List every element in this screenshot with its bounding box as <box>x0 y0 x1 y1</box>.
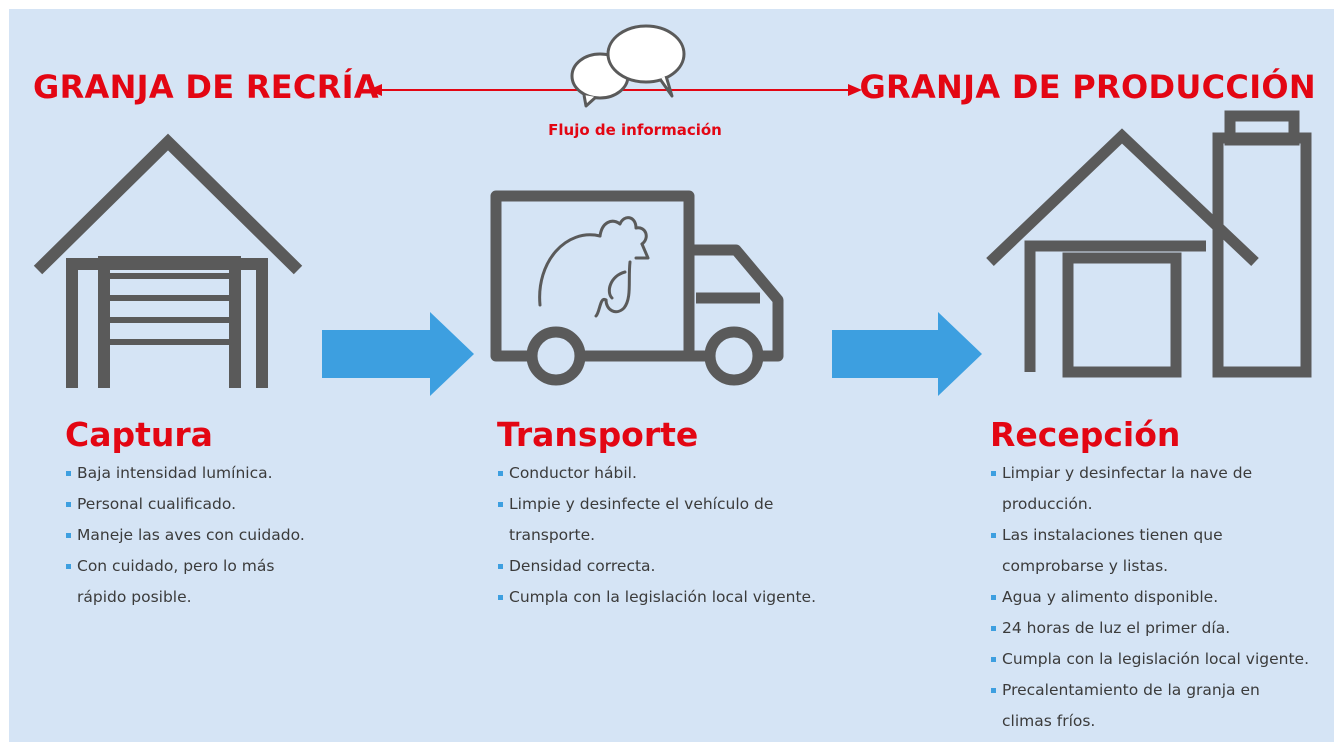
list-item-continuation: transporte. <box>509 526 596 544</box>
stage-checklist: Baja intensidad lumínica. Personal cuali… <box>65 458 375 613</box>
stage-checklist: Limpiar y desinfectar la nave de producc… <box>990 458 1335 737</box>
list-item: Maneje las aves con cuidado. <box>65 520 375 551</box>
stage-reception: Recepción Limpiar y desinfectar la nave … <box>990 416 1335 737</box>
list-item: Cumpla con la legislación local vigente. <box>497 582 867 613</box>
destination-farm-title: GRANJA DE PRODUCCIÓN <box>859 68 1316 106</box>
stage-title: Captura <box>65 415 213 454</box>
right-arrow-icon <box>322 312 474 396</box>
list-item-continuation: producción. <box>1002 495 1093 513</box>
list-item: Densidad correcta. <box>497 551 867 582</box>
stage-capture: Captura Baja intensidad lumínica. Person… <box>65 416 375 613</box>
stage-title: Recepción <box>990 415 1181 454</box>
list-item: Conductor hábil. <box>497 458 867 489</box>
stage-title: Transporte <box>497 415 699 454</box>
information-flow-label: Flujo de información <box>548 121 722 139</box>
list-item: Las instalaciones tienen que <box>990 520 1335 551</box>
list-item-continuation: rápido posible. <box>77 588 192 606</box>
truck-with-hen-icon <box>490 190 784 386</box>
right-arrow-icon <box>832 312 982 396</box>
list-item: Personal cualificado. <box>65 489 375 520</box>
list-item-continuation: comprobarse y listas. <box>1002 557 1169 575</box>
list-item: Limpie y desinfecte el vehículo de <box>497 489 867 520</box>
barn-garage-icon <box>33 133 303 388</box>
stage-transport: Transporte Conductor hábil. Limpie y des… <box>497 416 867 613</box>
stage-checklist: Conductor hábil. Limpie y desinfecte el … <box>497 458 867 613</box>
list-item: Baja intensidad lumínica. <box>65 458 375 489</box>
list-item: Cumpla con la legislación local vigente. <box>990 644 1335 675</box>
list-item: Agua y alimento disponible. <box>990 582 1335 613</box>
list-item: Precalentamiento de la granja en <box>990 675 1335 706</box>
speech-bubbles-icon <box>570 24 686 108</box>
barn-with-silo-icon <box>986 110 1312 378</box>
list-item-continuation: climas fríos. <box>1002 712 1096 730</box>
list-item: Con cuidado, pero lo más <box>65 551 375 582</box>
list-item: 24 horas de luz el primer día. <box>990 613 1335 644</box>
origin-farm-title: GRANJA DE RECRÍA <box>33 68 379 106</box>
list-item: Limpiar y desinfectar la nave de <box>990 458 1335 489</box>
